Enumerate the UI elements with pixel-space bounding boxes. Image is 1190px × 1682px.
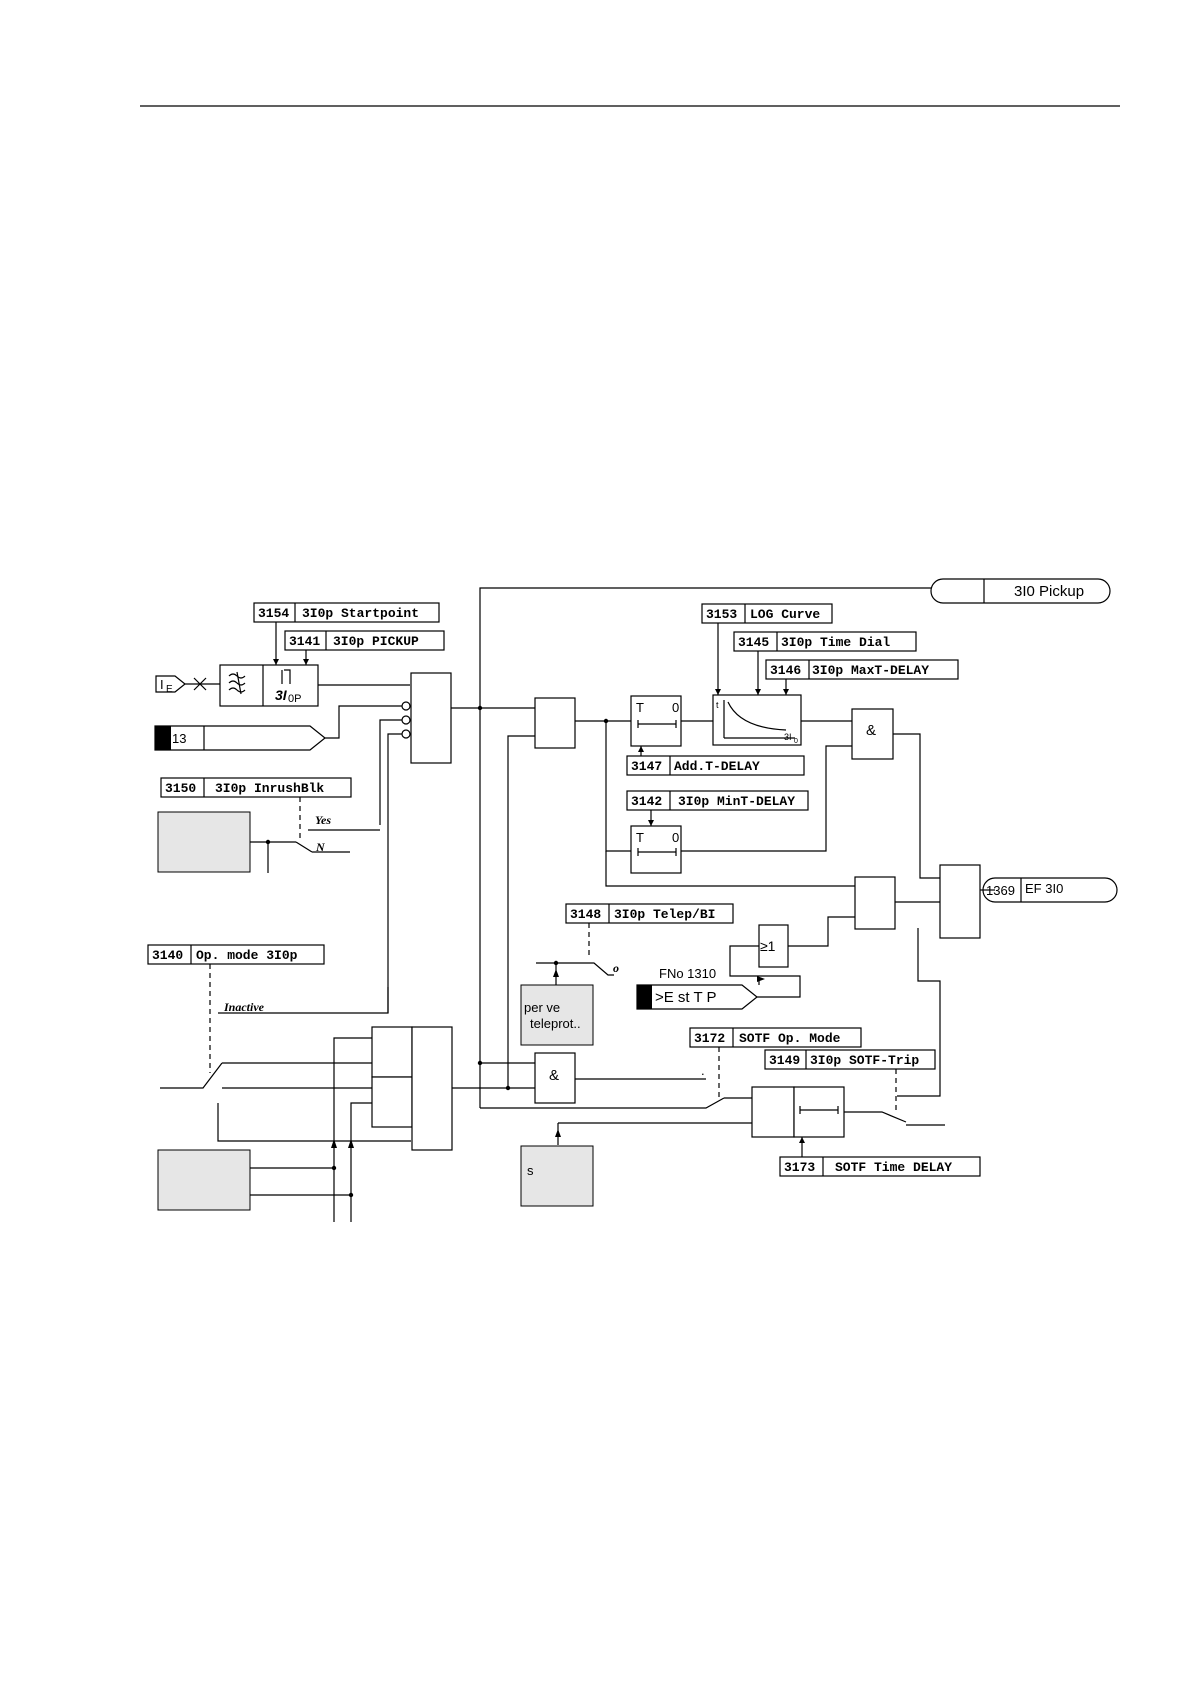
svg-text:3I0p Time Dial: 3I0p Time Dial <box>781 635 890 650</box>
label-o: o <box>613 961 619 975</box>
param-3145: 3145 3I0p Time Dial <box>733 631 917 652</box>
svg-text:SOTF Time DELAY: SOTF Time DELAY <box>835 1160 952 1175</box>
svg-text:3140: 3140 <box>152 948 183 963</box>
fno-label: FNo 1310 <box>659 966 716 981</box>
sotf-timer <box>793 1086 845 1138</box>
svg-text:3153: 3153 <box>706 607 737 622</box>
inverse-curve-block: t 3I 0 <box>712 694 802 746</box>
svg-text:3I0p SOTF-Trip: 3I0p SOTF-Trip <box>810 1053 919 1068</box>
output-gate <box>939 864 981 939</box>
svg-text:teleprot..: teleprot.. <box>530 1016 581 1031</box>
svg-text:3173: 3173 <box>784 1160 815 1175</box>
timer-min-t: T 0 <box>630 825 682 874</box>
filter-pickup-block: 3I 0P <box>219 664 410 707</box>
svg-text:Add.T-DELAY: Add.T-DELAY <box>674 759 760 774</box>
svg-text:per ve: per ve <box>524 1000 560 1015</box>
param-3147: 3147 Add.T-DELAY <box>626 755 805 776</box>
svg-text:3146: 3146 <box>770 663 801 678</box>
svg-text:3I0p Startpoint: 3I0p Startpoint <box>302 606 419 621</box>
svg-text:t: t <box>716 700 719 710</box>
inrush-gray-box <box>157 811 251 873</box>
bottom-gray-box <box>157 1149 251 1211</box>
and-gate-2 <box>534 697 576 749</box>
svg-text:E: E <box>166 684 173 695</box>
svg-text:13: 13 <box>172 731 186 746</box>
svg-text:3147: 3147 <box>631 759 662 774</box>
param-3148: 3148 3I0p Telep/BI <box>565 903 734 924</box>
svg-text:3I0p Telep/BI: 3I0p Telep/BI <box>614 907 715 922</box>
svg-text:3154: 3154 <box>258 606 289 621</box>
svg-text:0: 0 <box>672 700 679 715</box>
svg-text:1369: 1369 <box>986 883 1015 898</box>
svg-text:3I: 3I <box>275 687 288 703</box>
param-3146: 3146 3I0p MaxT-DELAY <box>765 659 959 680</box>
svg-text:≥1: ≥1 <box>760 938 776 954</box>
svg-text:3150: 3150 <box>165 781 196 796</box>
sotf-gate <box>751 1086 795 1138</box>
svg-text:0: 0 <box>672 830 679 845</box>
param-3173: 3173 SOTF Time DELAY <box>779 1156 981 1177</box>
label-dot: . <box>701 1063 705 1078</box>
label-yes: Yes <box>315 813 331 827</box>
svg-text:3141: 3141 <box>289 634 320 649</box>
telep-gray-box: per ve teleprot.. <box>520 984 594 1046</box>
param-3154: 3154 3I0p Startpoint <box>253 602 440 623</box>
param-3172: 3172 SOTF Op. Mode <box>689 1027 862 1048</box>
and-gate-3: & <box>851 708 894 760</box>
svg-text:s: s <box>527 1163 534 1178</box>
svg-text:LOG Curve: LOG Curve <box>750 607 820 622</box>
svg-text:3I0 Pickup: 3I0 Pickup <box>1014 583 1084 600</box>
param-3153: 3153 LOG Curve <box>701 603 833 624</box>
and-gate-1 <box>410 672 452 764</box>
param-3140: 3140 Op. mode 3I0p <box>147 944 325 965</box>
label-inactive: Inactive <box>223 1000 265 1014</box>
svg-text:0P: 0P <box>288 693 301 705</box>
svg-text:3I0p MinT-DELAY: 3I0p MinT-DELAY <box>678 794 795 809</box>
and-stack-bottom <box>371 1026 453 1151</box>
svg-text:SOTF Op. Mode: SOTF Op. Mode <box>739 1031 841 1046</box>
svg-text:&: & <box>549 1067 559 1084</box>
and-gate-bottom: & <box>534 1052 576 1104</box>
output-ef-3i0: 1369 EF 3I0 <box>982 877 1118 903</box>
timer-add-t: T 0 <box>630 695 682 747</box>
svg-text:EF 3I0: EF 3I0 <box>1025 881 1063 896</box>
svg-text:Op. mode 3I0p: Op. mode 3I0p <box>196 948 298 963</box>
svg-text:0: 0 <box>794 738 798 745</box>
svg-text:&: & <box>866 722 876 739</box>
svg-text:3I0p InrushBlk: 3I0p InrushBlk <box>215 781 324 796</box>
svg-text:T: T <box>636 830 644 845</box>
svg-text:T: T <box>636 700 644 715</box>
sotf-gray-box: s <box>520 1145 594 1207</box>
svg-text:3172: 3172 <box>694 1031 725 1046</box>
svg-text:3I0p MaxT-DELAY: 3I0p MaxT-DELAY <box>812 663 929 678</box>
svg-text:3142: 3142 <box>631 794 662 809</box>
svg-text:3I0p PICKUP: 3I0p PICKUP <box>333 634 419 649</box>
svg-text:I: I <box>160 677 164 692</box>
svg-text:>E st T P: >E st T P <box>655 989 717 1006</box>
svg-text:3I: 3I <box>784 732 792 742</box>
param-3149: 3149 3I0p SOTF-Trip <box>764 1049 936 1070</box>
input-ie: I E <box>155 675 220 695</box>
param-3141: 3141 3I0p PICKUP <box>284 630 445 651</box>
svg-text:3148: 3148 <box>570 907 601 922</box>
output-pickup: 3I0 Pickup <box>930 578 1111 604</box>
and-gate-4 <box>854 876 896 930</box>
param-3142: 3142 3I0p MinT-DELAY <box>626 790 809 811</box>
svg-text:3149: 3149 <box>769 1053 800 1068</box>
svg-text:3145: 3145 <box>738 635 769 650</box>
label-n: N <box>315 840 326 854</box>
param-3150: 3150 3I0p InrushBlk <box>160 777 352 798</box>
input-estp: >E st T P <box>636 984 758 1010</box>
or-gate: ≥1 <box>758 924 789 968</box>
input-13: 13 <box>154 725 326 751</box>
